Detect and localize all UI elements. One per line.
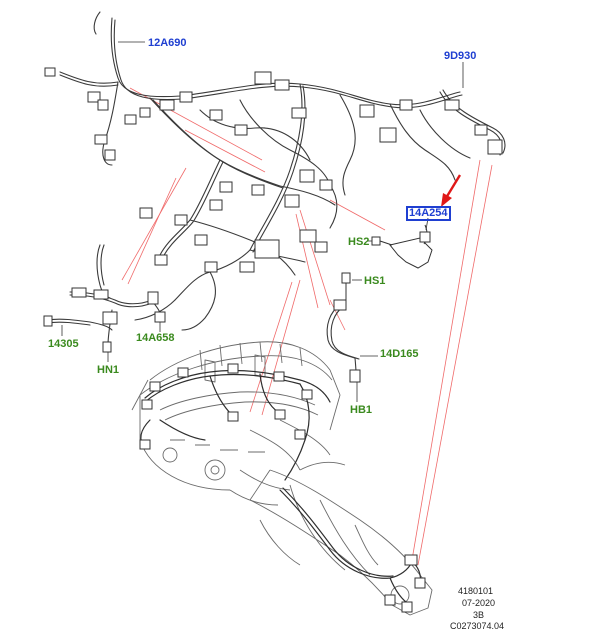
sub-harness-14305-connectors — [43, 287, 166, 353]
harness-connectors — [44, 67, 503, 303]
footer-ref-number: 4180101 — [458, 586, 494, 596]
footer-revision: 3B — [473, 610, 485, 620]
transmission-connectors — [384, 554, 426, 613]
label-HN1: HN1 — [97, 364, 120, 376]
label-9D930: 9D930 — [444, 50, 477, 62]
label-HB1: HB1 — [350, 404, 373, 416]
label-14D165: 14D165 — [380, 348, 419, 360]
label-14305: 14305 — [48, 338, 79, 350]
hs2-connector — [371, 236, 393, 246]
label-12A690: 12A690 — [148, 37, 187, 49]
label-HS2: HS2 — [348, 236, 370, 248]
transmission-harness — [279, 487, 422, 606]
label-14A658: 14A658 — [136, 332, 175, 344]
label-14A254: 14A254 — [406, 206, 451, 221]
bracket-14A254 — [389, 224, 433, 269]
engine-harness — [140, 369, 331, 481]
footer-drawing-code: C0273074.04 — [450, 621, 505, 631]
sub-harness-14D165-connectors — [333, 299, 361, 383]
hs1-sensor — [341, 272, 351, 300]
highlight-arrow-icon — [441, 174, 462, 207]
label-HS1: HS1 — [364, 275, 386, 287]
engine-wiring-harness — [59, 11, 506, 331]
engine-connectors — [139, 363, 313, 450]
transmission-illustration — [249, 461, 433, 616]
footer-date: 07-2020 — [462, 598, 496, 608]
